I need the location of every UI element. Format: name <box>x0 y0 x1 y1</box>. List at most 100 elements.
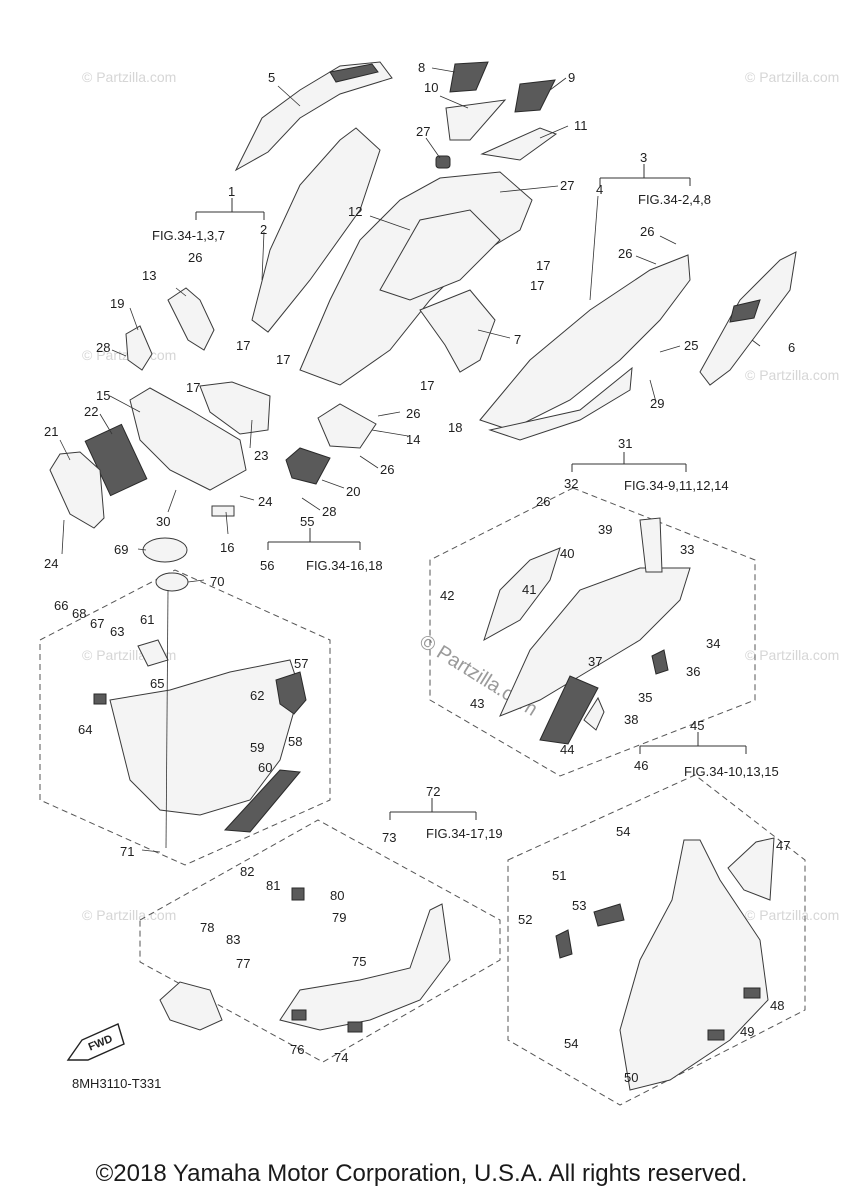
callout: 39 <box>598 522 612 537</box>
part-36-clip <box>651 649 669 675</box>
callout: 18 <box>448 420 462 435</box>
callout: 51 <box>552 868 566 883</box>
part-13-bracket <box>167 287 215 351</box>
callout: 3 <box>640 150 647 165</box>
callout: 70 <box>210 574 224 589</box>
callout: 26 <box>640 224 654 239</box>
part-9-vent <box>514 79 556 113</box>
figure-ref: FIG.34-9,11,12,14 <box>624 478 729 493</box>
callout: 20 <box>346 484 360 499</box>
callout: 31 <box>618 436 632 451</box>
callout: 29 <box>650 396 664 411</box>
callout: 26 <box>406 406 420 421</box>
part-6-vent <box>729 299 761 323</box>
part-61-plate <box>137 639 169 667</box>
callout: 16 <box>220 540 234 555</box>
callout: 27 <box>416 124 430 139</box>
outline-group-46 <box>507 774 806 1106</box>
outline-group-32 <box>429 487 756 777</box>
callout: 17 <box>536 258 550 273</box>
callout: 72 <box>426 784 440 799</box>
callout: 62 <box>250 688 264 703</box>
callout: 43 <box>470 696 484 711</box>
callout: 58 <box>288 734 302 749</box>
callout: 67 <box>90 616 104 631</box>
callout: 40 <box>560 546 574 561</box>
callout: 2 <box>260 222 267 237</box>
callout: 10 <box>424 80 438 95</box>
part-44-net <box>539 675 599 745</box>
callout: 45 <box>690 718 704 733</box>
callout: 17 <box>236 338 250 353</box>
callout: 56 <box>260 558 274 573</box>
outline-group-56 <box>39 569 331 866</box>
part-58-net <box>223 769 301 833</box>
callout: 13 <box>142 268 156 283</box>
outline-group-73 <box>139 819 501 1063</box>
part-53-vent <box>593 903 625 927</box>
callout: 34 <box>706 636 720 651</box>
part-27-grommet <box>435 155 451 169</box>
part-5-panel <box>234 61 393 172</box>
part-15-inner-panel <box>129 387 247 491</box>
callout: 59 <box>250 740 264 755</box>
callout: 38 <box>624 712 638 727</box>
callout: 63 <box>110 624 124 639</box>
diagram-code: 8MH3110-T331 <box>72 1076 161 1091</box>
part-76-clip <box>291 1009 307 1021</box>
callout: 57 <box>294 656 308 671</box>
part-64-clip <box>93 693 107 705</box>
part-56-lower-cowl <box>109 659 301 816</box>
part-52-clip <box>555 929 573 959</box>
part-70-seal <box>155 572 189 592</box>
watermark: © Partzilla.com <box>745 69 839 85</box>
callout: 22 <box>84 404 98 419</box>
callout: 26 <box>618 246 632 261</box>
figure-ref: FIG.34-2,4,8 <box>638 192 711 207</box>
callout: 55 <box>300 514 314 529</box>
callout: 60 <box>258 760 272 775</box>
callout: 71 <box>120 844 134 859</box>
part-23-panel <box>199 381 271 435</box>
callout: 17 <box>530 278 544 293</box>
callout: 6 <box>788 340 795 355</box>
callout: 28 <box>96 340 110 355</box>
callout: 61 <box>140 612 154 627</box>
callout: 17 <box>420 378 434 393</box>
callout: 26 <box>536 494 550 509</box>
callout: 25 <box>684 338 698 353</box>
part-2-panel <box>251 127 381 333</box>
callout: 5 <box>268 70 275 85</box>
callout: 35 <box>638 690 652 705</box>
callout: 1 <box>228 184 235 199</box>
part-48-clip <box>743 987 761 999</box>
figure-ref: FIG.34-16,18 <box>306 558 383 573</box>
watermark: © Partzilla.com <box>745 647 839 663</box>
watermark: © Partzilla.com <box>82 907 176 923</box>
callout: 68 <box>72 606 86 621</box>
callout: 49 <box>740 1024 754 1039</box>
callout: 24 <box>258 494 272 509</box>
callout: 54 <box>616 824 630 839</box>
part-21-bezel <box>49 451 105 529</box>
callout: 76 <box>290 1042 304 1057</box>
callout: 21 <box>44 424 58 439</box>
callout: 44 <box>560 742 574 757</box>
callout: 41 <box>522 582 536 597</box>
callout: 7 <box>514 332 521 347</box>
callout: 78 <box>200 920 214 935</box>
callout: 66 <box>54 598 68 613</box>
callout: 19 <box>110 296 124 311</box>
part-47-panel <box>727 837 775 901</box>
part-4-lower <box>488 366 633 441</box>
callouts: 1 2 3 4 5 6 7 8 9 10 11 12 13 14 15 16 1… <box>44 60 795 1085</box>
callout: 48 <box>770 998 784 1013</box>
figure-ref: FIG.34-10,13,15 <box>684 764 779 779</box>
callout: 11 <box>574 118 588 133</box>
group-outlines <box>39 487 806 1106</box>
callout: 73 <box>382 830 396 845</box>
callout: 64 <box>78 722 92 737</box>
group-brackets <box>195 164 747 820</box>
callout: 26 <box>188 250 202 265</box>
